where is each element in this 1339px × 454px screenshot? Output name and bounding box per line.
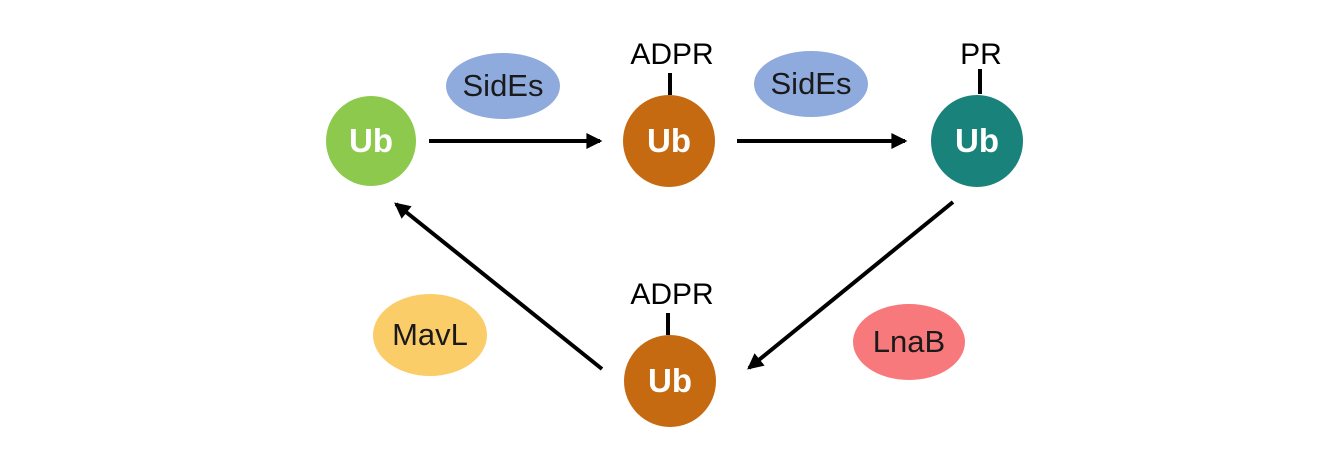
modification-label-adpr-bottom: ADPR [630, 278, 714, 311]
modification-label-adpr-top: ADPR [630, 38, 714, 71]
enzyme-sides-1: SidEs [446, 53, 560, 119]
ub-node-pr: Ub [931, 95, 1023, 187]
ub-node-adpr: Ub [623, 95, 715, 187]
arrow-ubpr-to-ubadpr2 [747, 200, 955, 370]
ub-node-adpr-bottom: Ub [624, 335, 716, 427]
enzyme-mavl: MavL [373, 294, 487, 376]
modification-label-pr: PR [960, 38, 1002, 71]
ub-node-unmodified: Ub [326, 96, 416, 186]
enzyme-sides-2: SidEs [754, 51, 868, 117]
arrow-ubadpr2-to-ub [394, 202, 604, 371]
enzyme-lnab: LnaB [853, 304, 965, 380]
